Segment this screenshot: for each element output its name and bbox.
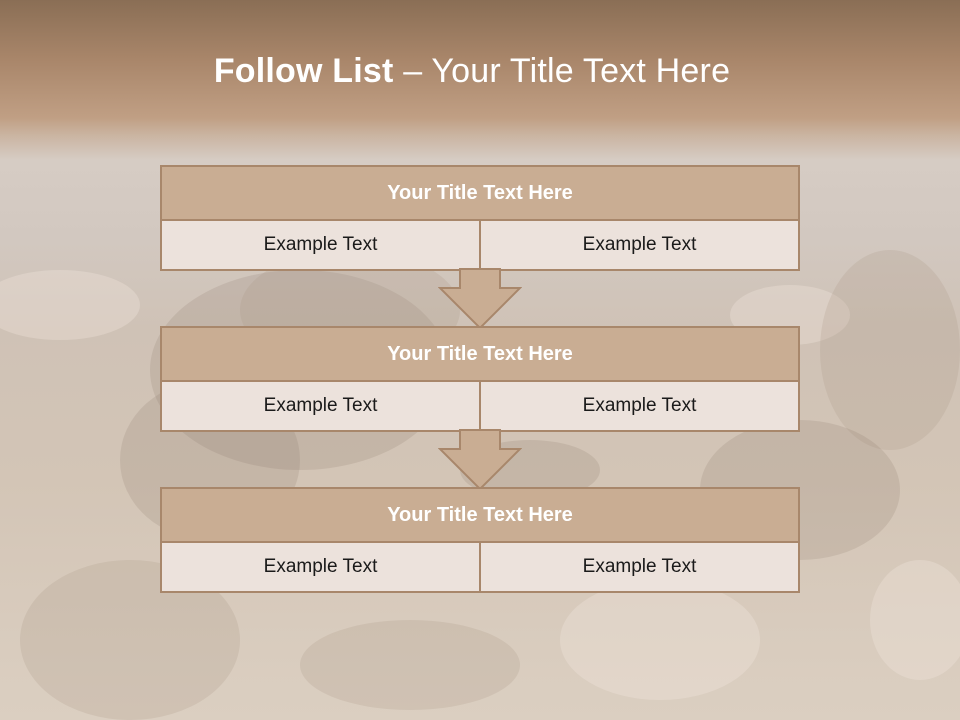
slide-title-bold: Follow List	[213, 52, 394, 90]
block-cell-left: Example Text	[263, 395, 378, 416]
down-arrow-icon	[438, 268, 522, 330]
block-row: Example Text Example Text	[160, 543, 800, 593]
down-arrow-icon	[438, 429, 522, 491]
block-cell-left: Example Text	[263, 234, 378, 255]
list-block-3: Your Title Text Here Example Text Exampl…	[160, 487, 800, 593]
list-block-1: Your Title Text Here Example Text Exampl…	[160, 165, 800, 271]
block-row: Example Text Example Text	[160, 382, 800, 432]
block-row: Example Text Example Text	[160, 221, 800, 271]
block-cell-left: Example Text	[263, 556, 378, 577]
block-cell-right: Example Text	[479, 382, 798, 430]
slide-title: Follow List – Your Title Text Here	[0, 52, 944, 91]
list-block-2: Your Title Text Here Example Text Exampl…	[160, 326, 800, 432]
block-title: Your Title Text Here	[160, 487, 800, 543]
block-cell-right: Example Text	[479, 221, 798, 269]
slide-title-rest: – Your Title Text Here	[393, 52, 731, 90]
block-cell-right: Example Text	[479, 543, 798, 591]
block-title: Your Title Text Here	[160, 326, 800, 382]
block-title: Your Title Text Here	[160, 165, 800, 221]
